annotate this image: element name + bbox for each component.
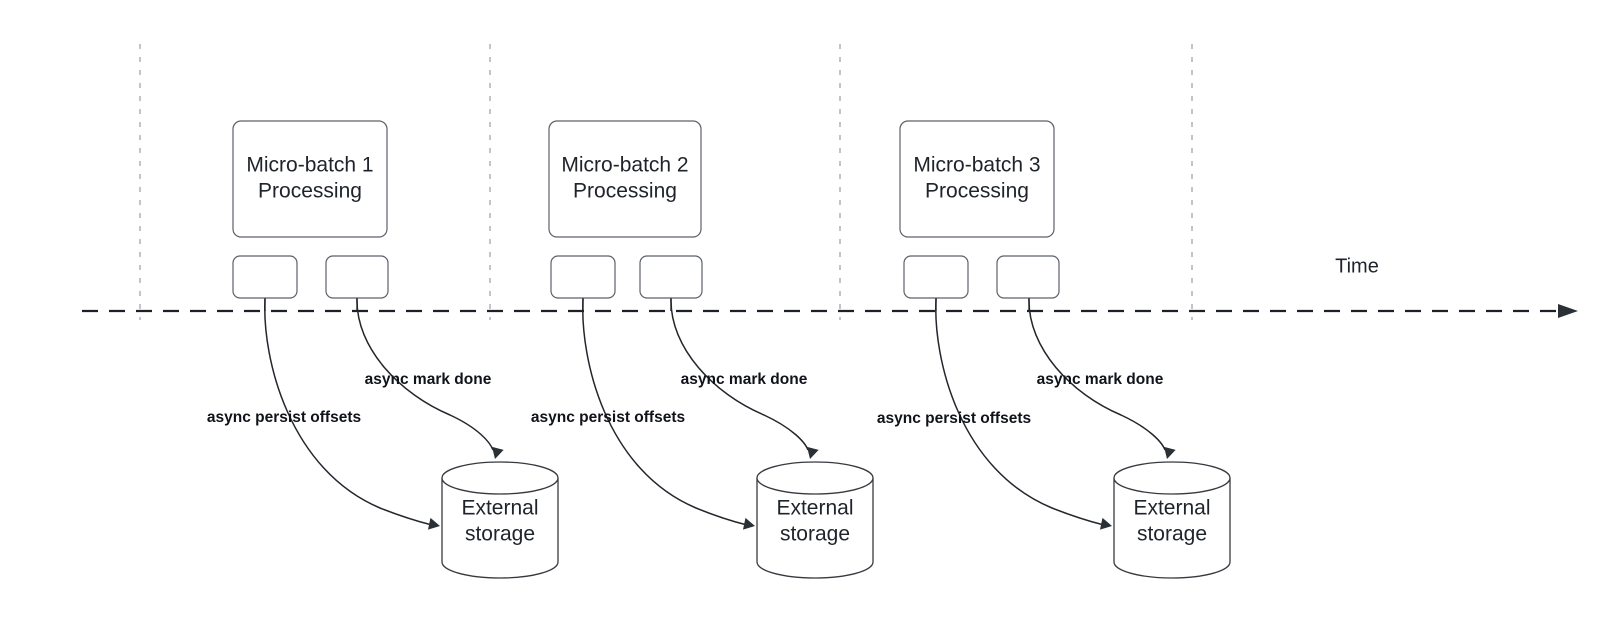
timeline-arrowhead <box>1558 304 1578 318</box>
micro-batch-1-persist-offsets-curve <box>264 298 433 526</box>
micro-batch-2-mark-done-task-box[interactable] <box>639 255 703 299</box>
micro-batch-2-persist-offsets-arrowhead <box>742 517 755 530</box>
micro-batch-1-mark-done-task-box[interactable] <box>325 255 389 299</box>
micro-batch-1-persist-offsets-label: async persist offsets <box>207 409 361 426</box>
micro-batch-3-storage-label-line1: External <box>1133 497 1210 520</box>
micro-batch-3-mark-done-label: async mark done <box>1037 371 1164 388</box>
group-micro-batch-2: Micro-batch 2 Processing async persist off… <box>531 120 874 579</box>
group-micro-batch-3: Micro-batch 3 Processing async persist off… <box>877 120 1231 579</box>
micro-batch-1-storage-body[interactable] <box>441 478 559 579</box>
micro-batch-2-persist-offsets-curve <box>582 298 748 526</box>
micro-batch-1-label-line2: Processing <box>258 180 362 203</box>
micro-batch-1-persist-offsets-arrowhead <box>427 517 440 530</box>
micro-batch-2-storage-body[interactable] <box>756 478 874 579</box>
micro-batch-3-persist-offsets-curve <box>935 298 1105 526</box>
micro-batch-3-mark-done-curve <box>1028 298 1166 451</box>
micro-batch-1-label-line1: Micro-batch 1 <box>246 154 373 177</box>
micro-batch-3-mark-done-task-box[interactable] <box>996 255 1060 299</box>
micro-batch-2-box[interactable] <box>548 120 702 238</box>
micro-batch-1-persist-task-box[interactable] <box>232 255 298 299</box>
micro-batch-2-storage-label-line2: storage <box>780 523 850 546</box>
micro-batch-2-storage-top <box>756 461 874 495</box>
micro-batch-2-mark-done-arrowhead <box>807 446 819 459</box>
micro-batch-3-label-line2: Processing <box>925 180 1029 203</box>
micro-batch-1-storage-label-line2: storage <box>465 523 535 546</box>
micro-batch-1-mark-done-arrowhead <box>492 446 504 459</box>
micro-batch-1-storage-top <box>441 461 559 495</box>
micro-batch-2-label-line1: Micro-batch 2 <box>561 154 688 177</box>
micro-batch-2-storage-label-line1: External <box>776 497 853 520</box>
micro-batch-3-persist-offsets-label: async persist offsets <box>877 410 1031 427</box>
time-axis-label: Time <box>1335 255 1379 277</box>
micro-batch-1-mark-done-label: async mark done <box>365 371 492 388</box>
micro-batch-3-mark-done-arrowhead <box>1164 446 1176 459</box>
micro-batch-2-mark-done-curve <box>670 298 809 451</box>
micro-batch-3-box[interactable] <box>899 120 1055 238</box>
micro-batch-2-persist-task-box[interactable] <box>550 255 616 299</box>
micro-batch-1-mark-done-curve <box>356 298 494 451</box>
micro-batch-3-storage-body[interactable] <box>1113 478 1231 579</box>
micro-batch-1-box[interactable] <box>232 120 388 238</box>
timeline-axis <box>82 304 1578 318</box>
micro-batch-2-persist-offsets-label: async persist offsets <box>531 409 685 426</box>
micro-batch-1-storage-label-line1: External <box>461 497 538 520</box>
micro-batch-2-mark-done-label: async mark done <box>681 371 808 388</box>
micro-batch-3-storage-label-line2: storage <box>1137 523 1207 546</box>
micro-batch-3-persist-task-box[interactable] <box>903 255 969 299</box>
micro-batch-groups: Micro-batch 1 Processing async persist off… <box>207 120 1231 579</box>
micro-batch-2-label-line2: Processing <box>573 180 677 203</box>
micro-batch-3-storage-top <box>1113 461 1231 495</box>
group-micro-batch-1: Micro-batch 1 Processing async persist off… <box>207 120 559 579</box>
micro-batch-3-label-line1: Micro-batch 3 <box>913 154 1040 177</box>
micro-batch-3-persist-offsets-arrowhead <box>1099 517 1112 530</box>
